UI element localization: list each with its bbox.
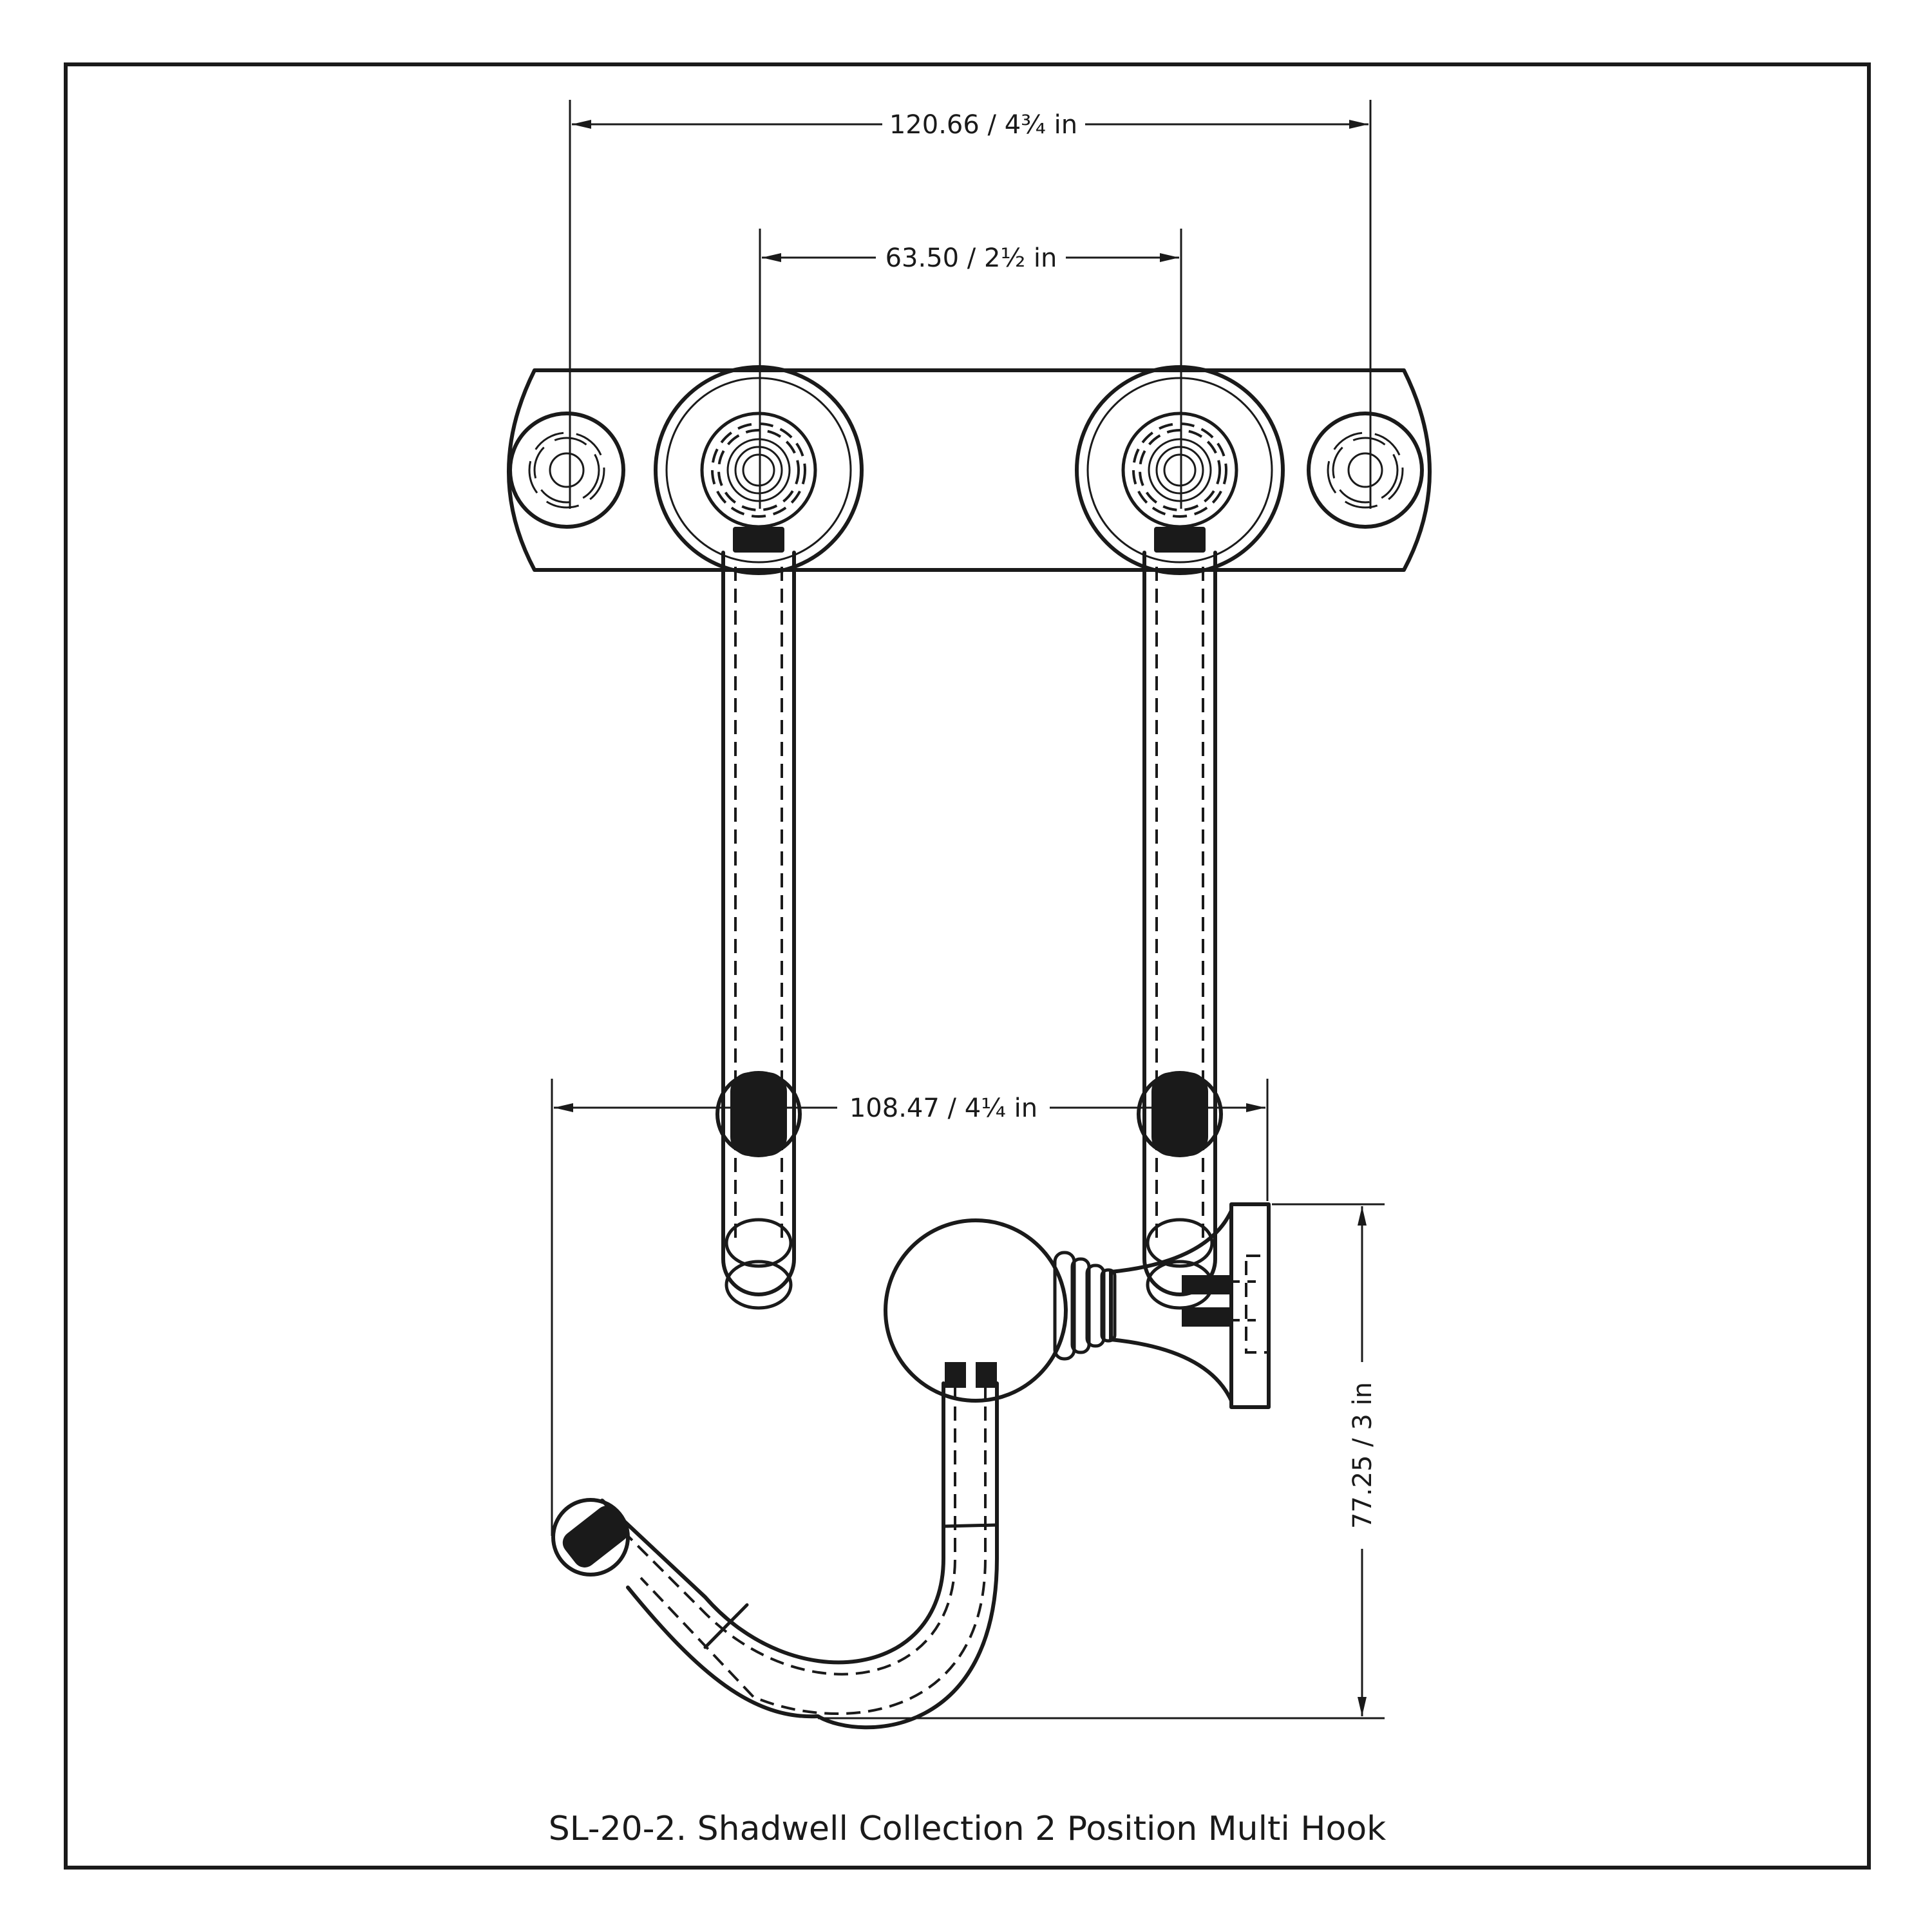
dimension-label-hook-spacing: 63.50 / 2½ in xyxy=(886,243,1057,273)
sheet-border xyxy=(64,62,1871,1870)
end-cap xyxy=(551,1498,630,1577)
right-hook-front xyxy=(1139,527,1221,1308)
dimension-label-height: 77.25 / 3 in xyxy=(1348,1382,1378,1529)
mounting-screw-thread xyxy=(1182,1275,1231,1294)
left-screw-hole xyxy=(510,413,623,527)
flared-base xyxy=(1109,1209,1233,1403)
dimension-label-overall-width: 120.66 / 4¾ in xyxy=(889,110,1077,140)
hook-arm-inner xyxy=(600,1381,945,1665)
mounting-screw-thread xyxy=(1182,1307,1231,1327)
ball-knob xyxy=(884,1218,1068,1403)
hook-arm-seam xyxy=(942,1523,999,1528)
hook-arm-outer xyxy=(626,1381,999,1730)
hook-arm-seam xyxy=(703,1603,749,1649)
side-view: 108.47 / 4¼ in 77.25 / 3 in xyxy=(551,1079,1385,1730)
backplate xyxy=(507,368,1432,572)
wall-plate-inset xyxy=(1245,1255,1270,1354)
tenon-thread xyxy=(976,1362,997,1388)
end-cap-thread xyxy=(562,1506,629,1567)
front-view: 120.66 / 4¾ in 63.50 / 2½ in xyxy=(507,100,1432,1308)
right-screw-hole xyxy=(1309,413,1422,527)
dimension-label-projection: 108.47 / 4¼ in xyxy=(849,1094,1037,1123)
tenon-thread xyxy=(945,1362,966,1388)
hook-arm-centerline xyxy=(614,1385,956,1676)
ribbed-collar xyxy=(1053,1251,1117,1361)
wall-plate xyxy=(1229,1202,1271,1409)
drawing-title: SL-20-2. Shadwell Collection 2 Position … xyxy=(549,1810,1387,1848)
left-hook-front xyxy=(717,527,800,1308)
